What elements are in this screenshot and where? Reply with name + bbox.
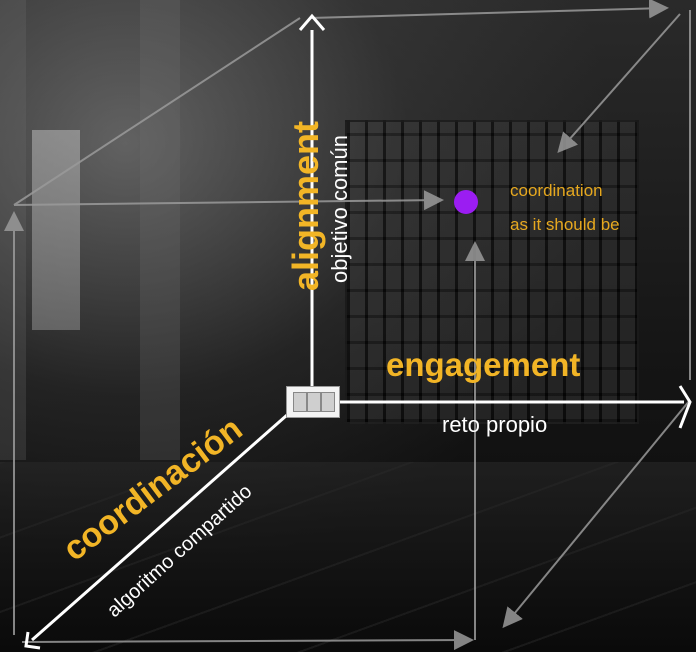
cube-edges: [3, 0, 691, 651]
coordination-axis: [31, 406, 296, 642]
engagement-subtitle: reto propio: [442, 412, 548, 437]
target-point-label-line1: coordination: [510, 181, 603, 200]
background-pillar: [140, 0, 180, 460]
background-shoji: [345, 120, 639, 424]
cube-edge: [13, 190, 444, 211]
cube-edge: [502, 399, 691, 629]
cube-edge: [309, 0, 669, 19]
cube-edge: [557, 13, 681, 153]
background-floor: [0, 462, 696, 652]
engagement-arrowhead: [678, 385, 692, 429]
alignment-title: alignment: [285, 120, 326, 291]
shoji-thumbnail-icon: [286, 386, 340, 418]
coordination-arrowhead: [24, 631, 41, 650]
target-point-label-line2: as it should be: [510, 215, 620, 234]
target-point-marker: [454, 190, 478, 214]
alignment-subtitle: objetivo común: [327, 135, 352, 283]
cube-edge: [21, 630, 474, 651]
cube-edge: [13, 17, 301, 206]
main-axes: [24, 13, 692, 650]
engagement-title: engagement: [386, 346, 581, 383]
background-scroll: [32, 130, 80, 330]
alignment-arrowhead: [298, 13, 326, 31]
